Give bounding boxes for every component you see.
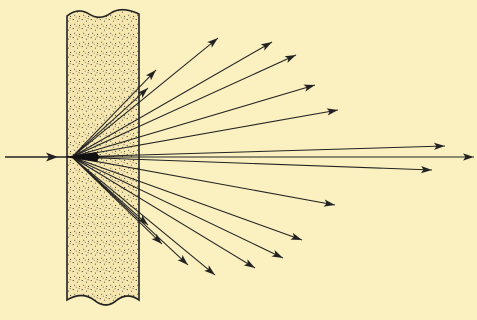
ray-arrowhead	[272, 250, 283, 258]
ray-arrowhead	[204, 265, 215, 275]
ray-arrowhead	[207, 38, 218, 48]
ray-arrowhead	[261, 42, 272, 51]
ray-arrowhead	[244, 259, 255, 268]
